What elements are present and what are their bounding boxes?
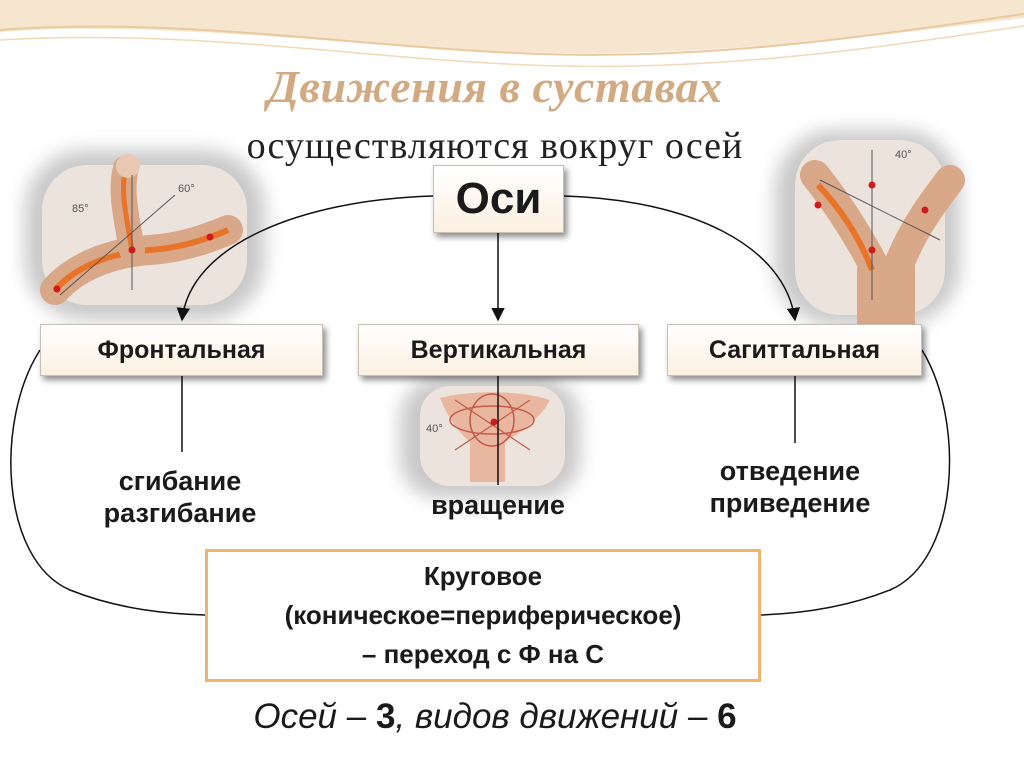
movement-label: сгибание (118, 466, 242, 496)
axes-count: 3 (375, 697, 396, 736)
summary-line: Осей – 3, видов движений – 6 (0, 697, 990, 737)
circular-line: – переход с Ф на С (361, 639, 605, 669)
axis-vertical-box: Вертикальная (358, 324, 639, 376)
arc-right (760, 349, 951, 616)
slide-subtitle: осуществляются вокруг осей (246, 125, 744, 167)
summary-text: , видов движений – (395, 697, 708, 736)
abduction-illustration: 40° (775, 130, 965, 325)
rotation-illustration: 40° (400, 378, 580, 498)
connectors (10, 195, 951, 616)
summary-text: Осей – (253, 697, 367, 736)
slide-title: Движения в суставах (267, 61, 723, 112)
angle-label: 40° (895, 149, 912, 161)
circular-line: (коническое=периферическое) (284, 600, 682, 630)
spine-flexion-illustration: 85° 60° (25, 150, 265, 320)
axis-frontal-box: Фронтальная (40, 324, 323, 376)
movement-label: приведение (709, 488, 871, 518)
angle-label: 40° (426, 423, 443, 435)
root-axes-box: Оси (433, 165, 564, 233)
frontal-movements: сгибание разгибание (60, 465, 300, 529)
circular-line: Круговое (423, 561, 543, 591)
movement-label: вращение (431, 490, 565, 520)
axis-sagittal-box: Сагиттальная (667, 324, 922, 376)
circular-movement-box: Круговое (коническое=периферическое) – п… (205, 549, 761, 682)
vertical-movements: вращение (378, 489, 618, 521)
connector-sagittal (563, 195, 801, 322)
sagittal-movements: отведение приведение (665, 455, 915, 519)
movement-label: отведение (719, 456, 861, 486)
decorative-wave (0, 0, 1024, 68)
movement-label: разгибание (103, 498, 257, 528)
angle-label: 60° (178, 183, 195, 195)
movement-count: 6 (717, 697, 737, 736)
angle-label: 85° (72, 203, 89, 215)
connector-frontal (176, 195, 434, 322)
arc-left (10, 349, 206, 616)
